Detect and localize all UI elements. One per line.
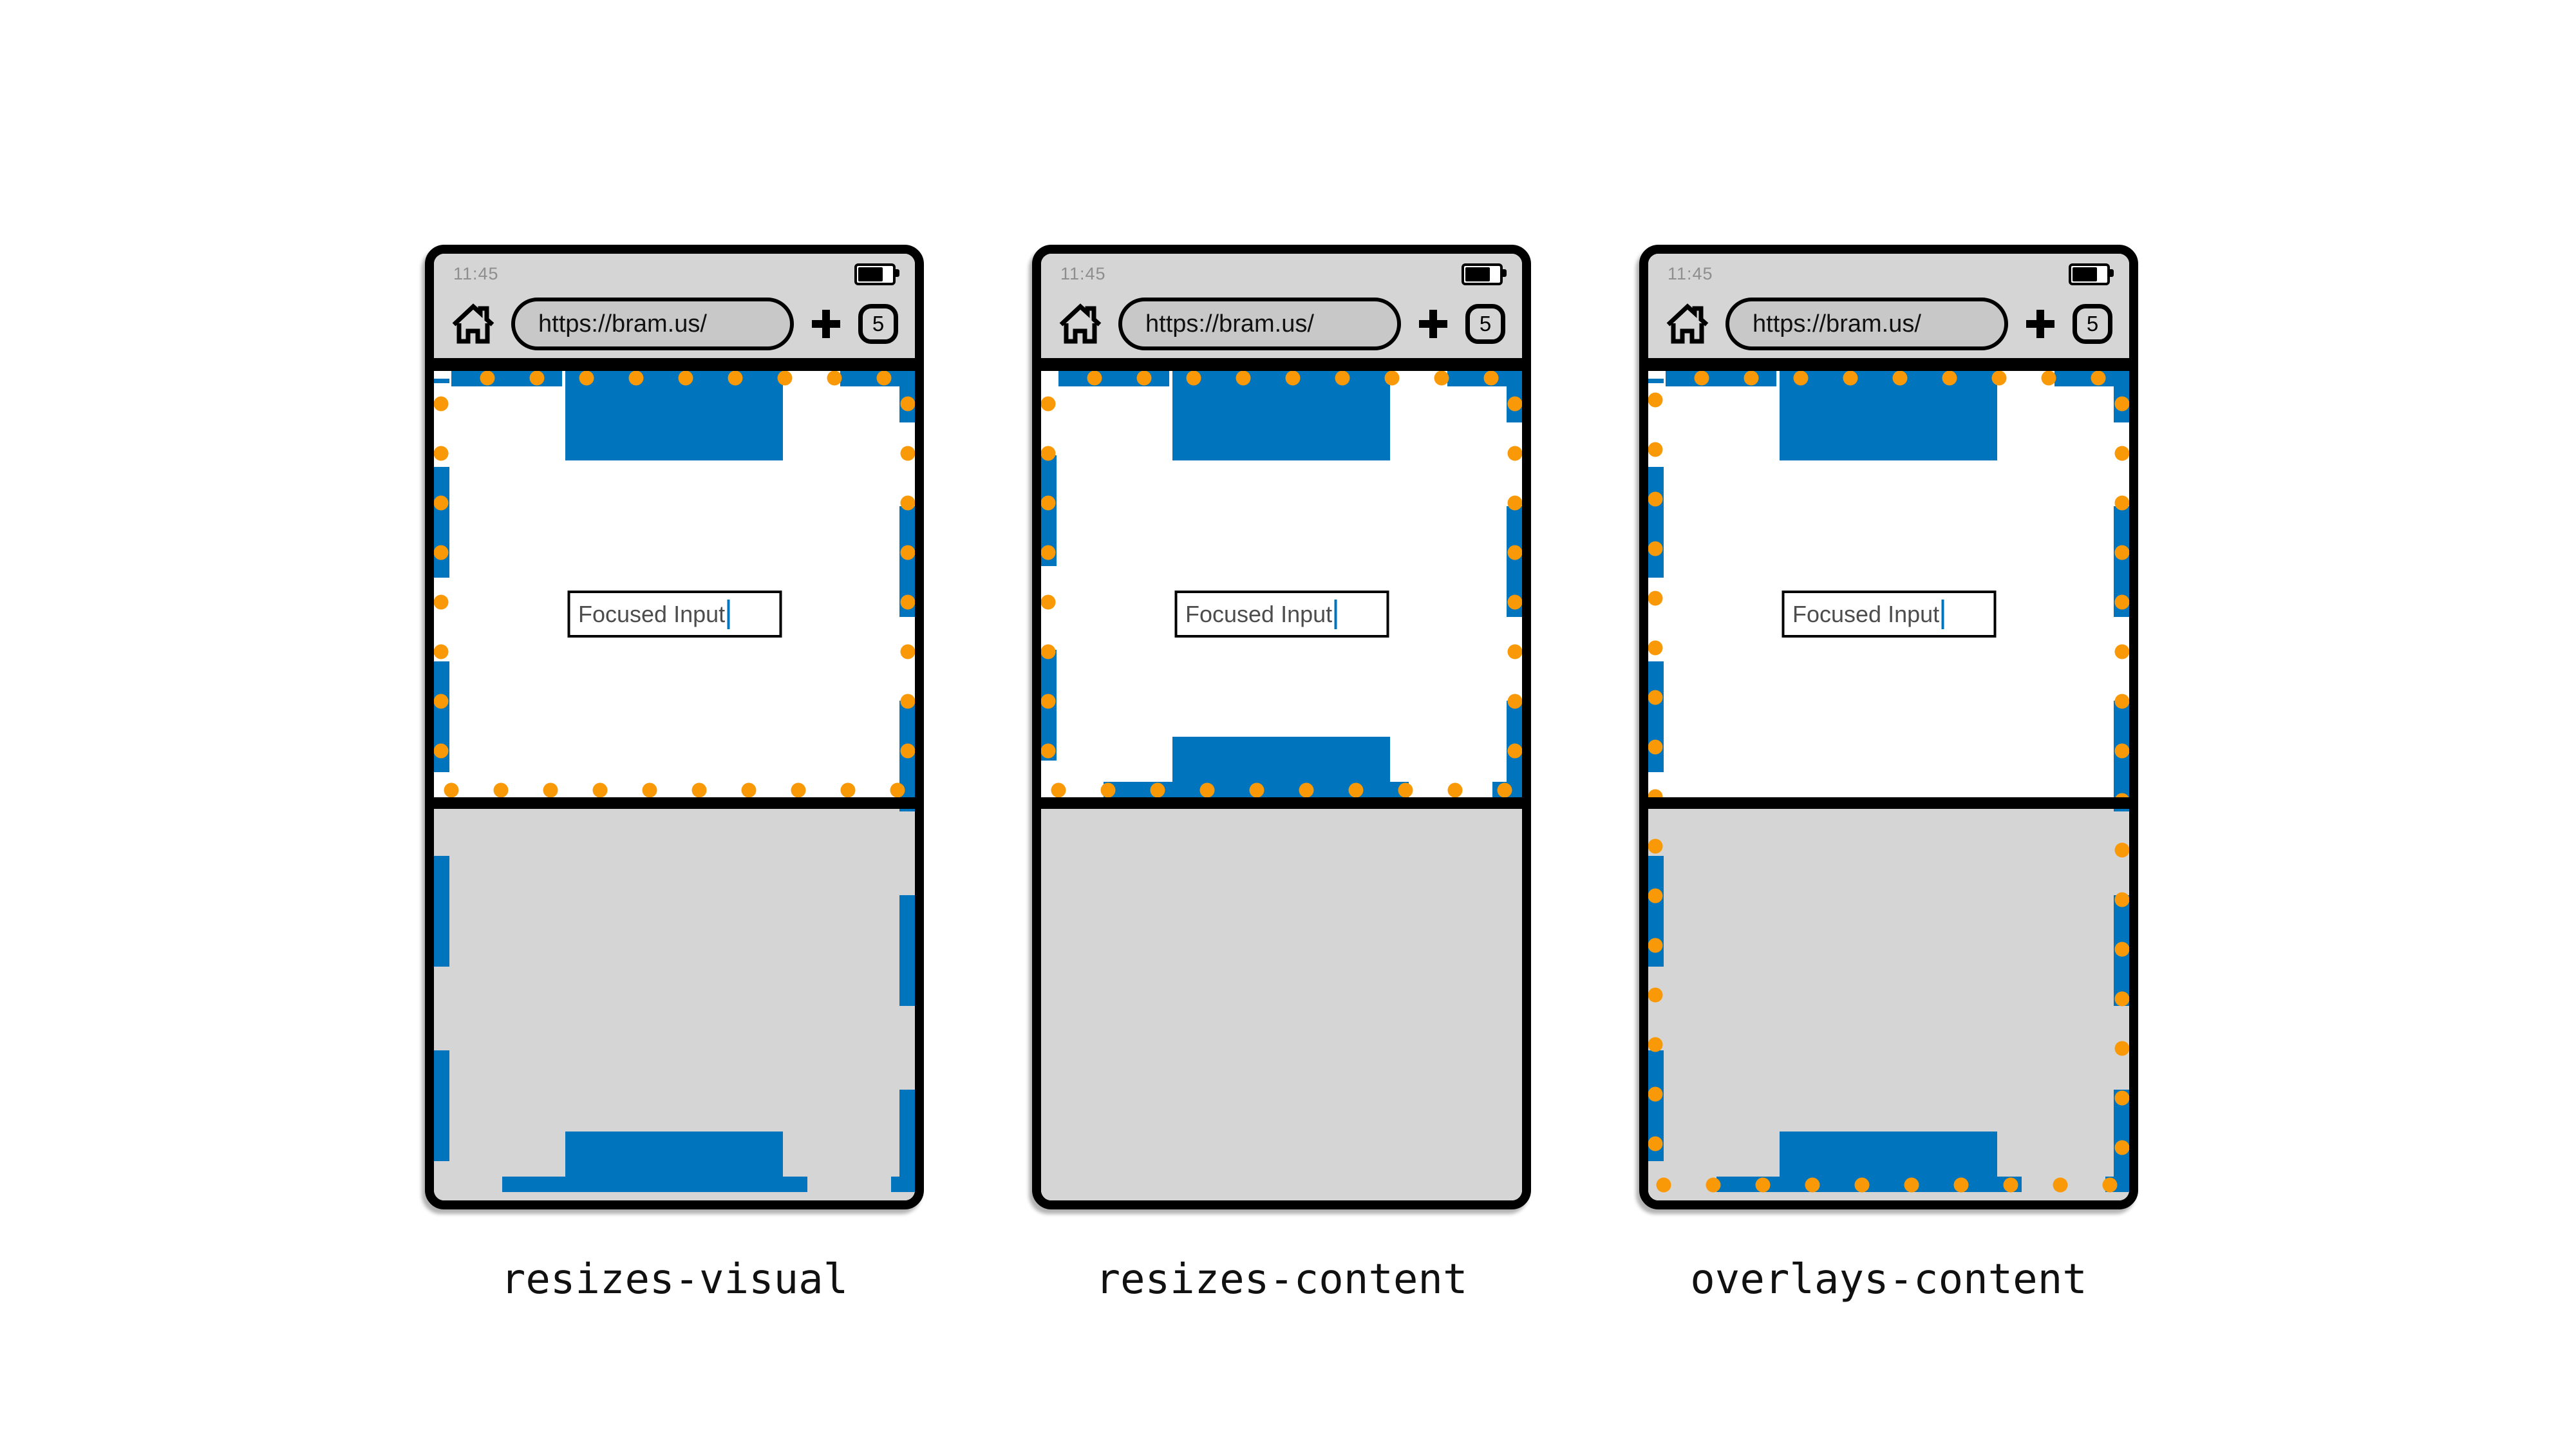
phone-column: 11:45 https://bram.us/ bbox=[1032, 245, 1531, 1303]
toolbar-divider bbox=[434, 358, 915, 371]
viewport-overlay bbox=[1648, 371, 2129, 1193]
status-time: 11:45 bbox=[1060, 263, 1106, 283]
battery-fill bbox=[2073, 267, 2097, 281]
new-tab-button[interactable] bbox=[809, 307, 843, 341]
tab-count-button[interactable]: 5 bbox=[1465, 304, 1505, 344]
page-viewport: Focused Input bbox=[1041, 371, 1522, 1200]
focused-input[interactable]: Focused Input bbox=[1174, 591, 1389, 638]
phone-frame: 11:45 https://bram.us/ bbox=[1032, 245, 1531, 1209]
virtual-keyboard bbox=[1041, 809, 1522, 1200]
browser-toolbar: https://bram.us/ 5 bbox=[1648, 290, 2129, 358]
status-bar: 11:45 bbox=[1648, 254, 2129, 290]
home-icon bbox=[1666, 303, 1709, 344]
plus-icon bbox=[2026, 310, 2054, 338]
page-header-block bbox=[1780, 371, 1997, 460]
url-bar[interactable]: https://bram.us/ bbox=[1118, 298, 1401, 350]
new-tab-button[interactable] bbox=[1416, 307, 1450, 341]
battery-icon bbox=[854, 263, 899, 285]
layout-viewport-border bbox=[434, 371, 915, 1192]
phone-column: 11:45 https://bram.us/ bbox=[425, 245, 924, 1303]
focused-input[interactable]: Focused Input bbox=[567, 591, 782, 638]
status-bar: 11:45 bbox=[434, 254, 915, 290]
home-button[interactable] bbox=[1058, 303, 1103, 345]
toolbar-divider bbox=[1041, 358, 1522, 371]
input-value: Focused Input bbox=[1792, 600, 1940, 627]
toolbar-divider bbox=[1648, 358, 2129, 371]
page-viewport: Focused Input bbox=[434, 371, 915, 1200]
tab-count: 5 bbox=[1479, 312, 1492, 336]
visual-viewport-dots bbox=[1648, 371, 2129, 1193]
keyboard-divider bbox=[1648, 797, 2129, 809]
tab-count: 5 bbox=[2086, 312, 2099, 336]
phone-column: 11:45 https://bram.us/ bbox=[1639, 245, 2138, 1303]
url-text: https://bram.us/ bbox=[538, 310, 707, 337]
battery-icon bbox=[2069, 263, 2114, 285]
viewport-overlay bbox=[1041, 371, 1522, 798]
new-tab-button[interactable] bbox=[2024, 307, 2057, 341]
url-bar[interactable]: https://bram.us/ bbox=[1725, 298, 2008, 350]
status-time: 11:45 bbox=[1668, 263, 1713, 283]
home-button[interactable] bbox=[1665, 303, 1710, 345]
home-button[interactable] bbox=[451, 303, 496, 345]
page-header-block bbox=[565, 371, 783, 460]
phone-frame: 11:45 https://bram.us/ bbox=[425, 245, 924, 1209]
battery-fill bbox=[1465, 267, 1490, 281]
keyboard-divider bbox=[1041, 797, 1522, 809]
page-footer-block bbox=[565, 1132, 783, 1192]
home-icon bbox=[452, 303, 494, 344]
phone-label: overlays-content bbox=[1690, 1256, 2087, 1303]
keyboard-divider bbox=[434, 797, 915, 809]
battery-fill bbox=[858, 267, 883, 281]
browser-toolbar: https://bram.us/ 5 bbox=[434, 290, 915, 358]
browser-toolbar: https://bram.us/ 5 bbox=[1041, 290, 1522, 358]
phone-frame: 11:45 https://bram.us/ bbox=[1639, 245, 2138, 1209]
url-bar[interactable]: https://bram.us/ bbox=[511, 298, 794, 350]
tab-count: 5 bbox=[872, 312, 885, 336]
text-caret bbox=[1334, 599, 1337, 629]
battery-icon bbox=[1462, 263, 1507, 285]
page-header-block bbox=[1172, 371, 1390, 460]
status-time: 11:45 bbox=[453, 263, 499, 283]
text-caret bbox=[727, 599, 730, 629]
text-caret bbox=[1941, 599, 1944, 629]
input-value: Focused Input bbox=[1185, 600, 1333, 627]
plus-icon bbox=[812, 310, 840, 338]
page-viewport: Focused Input bbox=[1648, 371, 2129, 1200]
home-icon bbox=[1059, 303, 1102, 344]
focused-input[interactable]: Focused Input bbox=[1782, 591, 1996, 638]
layout-viewport-border bbox=[1648, 371, 2129, 1192]
viewport-overlay bbox=[434, 371, 915, 1192]
tab-count-button[interactable]: 5 bbox=[2073, 304, 2112, 344]
tab-count-button[interactable]: 5 bbox=[858, 304, 898, 344]
url-text: https://bram.us/ bbox=[1145, 310, 1314, 337]
input-value: Focused Input bbox=[578, 600, 726, 627]
phone-label: resizes-content bbox=[1095, 1256, 1468, 1303]
url-text: https://bram.us/ bbox=[1753, 310, 1921, 337]
status-bar: 11:45 bbox=[1041, 254, 1522, 290]
plus-icon bbox=[1419, 310, 1447, 338]
phone-label: resizes-visual bbox=[500, 1256, 849, 1303]
